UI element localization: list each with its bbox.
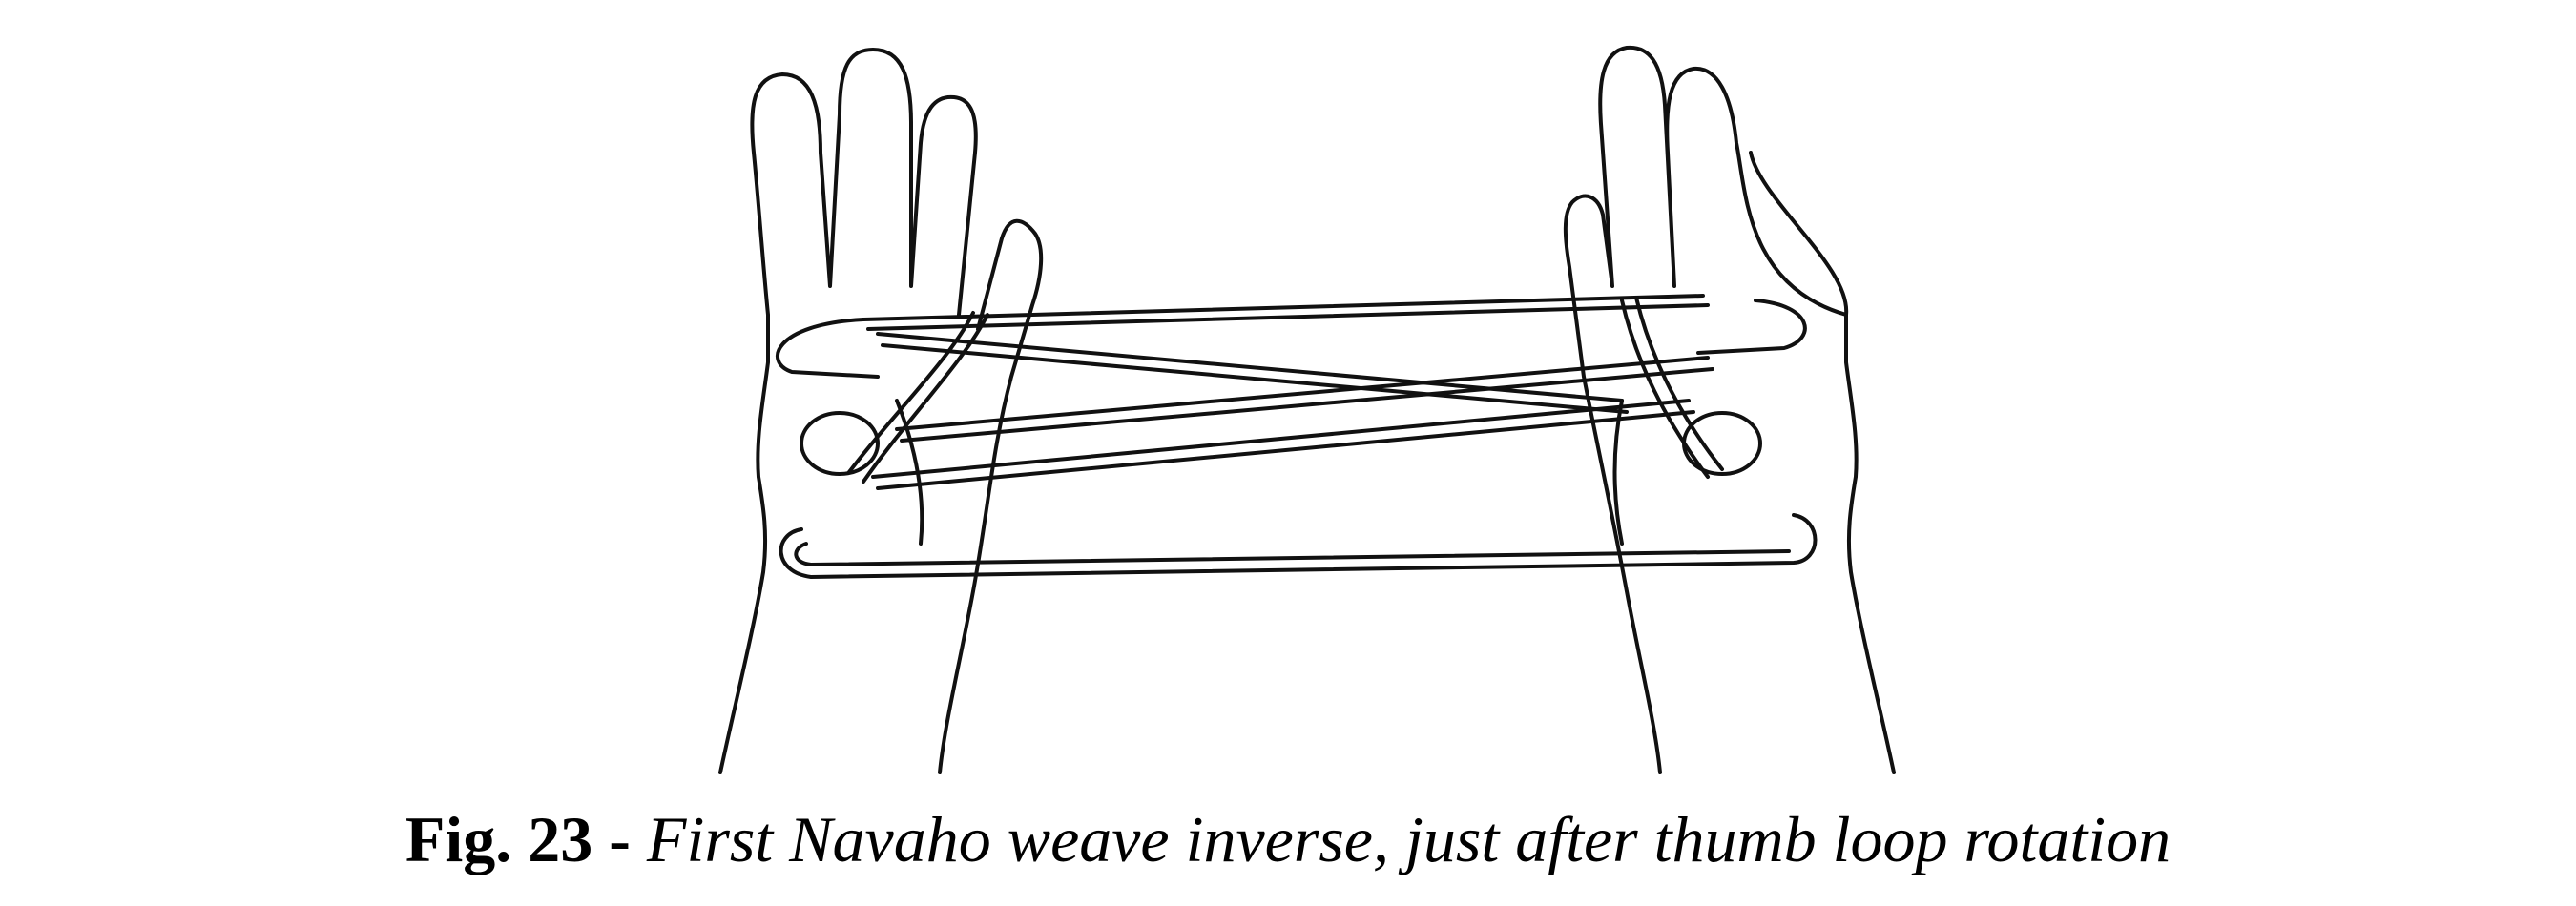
string-left-index-loop xyxy=(775,318,880,379)
figure-number: Fig. 23 xyxy=(405,803,593,875)
right-thumb-tip xyxy=(1682,411,1762,476)
string-cross-4 xyxy=(900,367,1714,443)
string-cross-2 xyxy=(881,343,1629,414)
left-hand xyxy=(718,48,1044,774)
string-right-index-loop xyxy=(1696,299,1807,355)
string-top-strand-b xyxy=(866,303,1710,331)
string-bottom-loop-inner xyxy=(794,542,1791,566)
figure-caption: Fig. 23 - First Navaho weave inverse, ju… xyxy=(0,796,2576,882)
string-left-diagonal xyxy=(862,313,989,484)
caption-separator: - xyxy=(592,803,647,875)
string-figure-illustration xyxy=(718,45,1896,774)
figure-description: First Navaho weave inverse, just after t… xyxy=(646,803,2171,875)
string-right-diagonal xyxy=(1620,299,1710,479)
string-loops xyxy=(775,294,1818,579)
left-hand-outline xyxy=(718,48,1044,774)
string-cross-1 xyxy=(876,332,1624,402)
right-hand-crease xyxy=(1612,399,1624,546)
left-thumb-tip xyxy=(800,411,880,476)
right-hand xyxy=(1563,45,1896,774)
string-cross-5 xyxy=(871,399,1691,479)
string-cross-3 xyxy=(895,356,1710,431)
string-left-diagonal-inner xyxy=(847,311,975,474)
string-top-strand-a xyxy=(862,294,1705,321)
string-bottom-loop xyxy=(779,513,1818,579)
string-right-diagonal-inner xyxy=(1634,296,1724,471)
string-cross-6 xyxy=(876,410,1695,490)
right-hand-outline xyxy=(1563,45,1896,774)
